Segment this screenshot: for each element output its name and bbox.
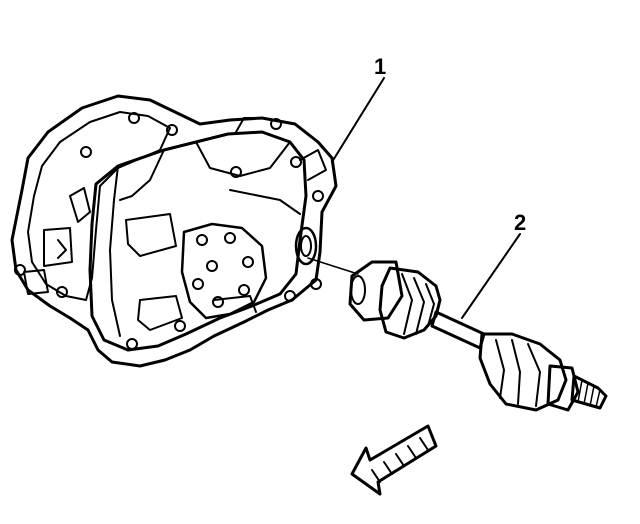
callout-1: 1	[331, 54, 386, 163]
callout-1-label: 1	[374, 54, 386, 79]
callout-2: 2	[461, 210, 526, 319]
installation-guide-line	[307, 257, 359, 275]
transaxle-assembly	[10, 94, 338, 368]
callout-2-label: 2	[514, 210, 526, 235]
direction-arrow-icon	[350, 424, 438, 496]
drive-axle-shaft	[348, 260, 608, 412]
